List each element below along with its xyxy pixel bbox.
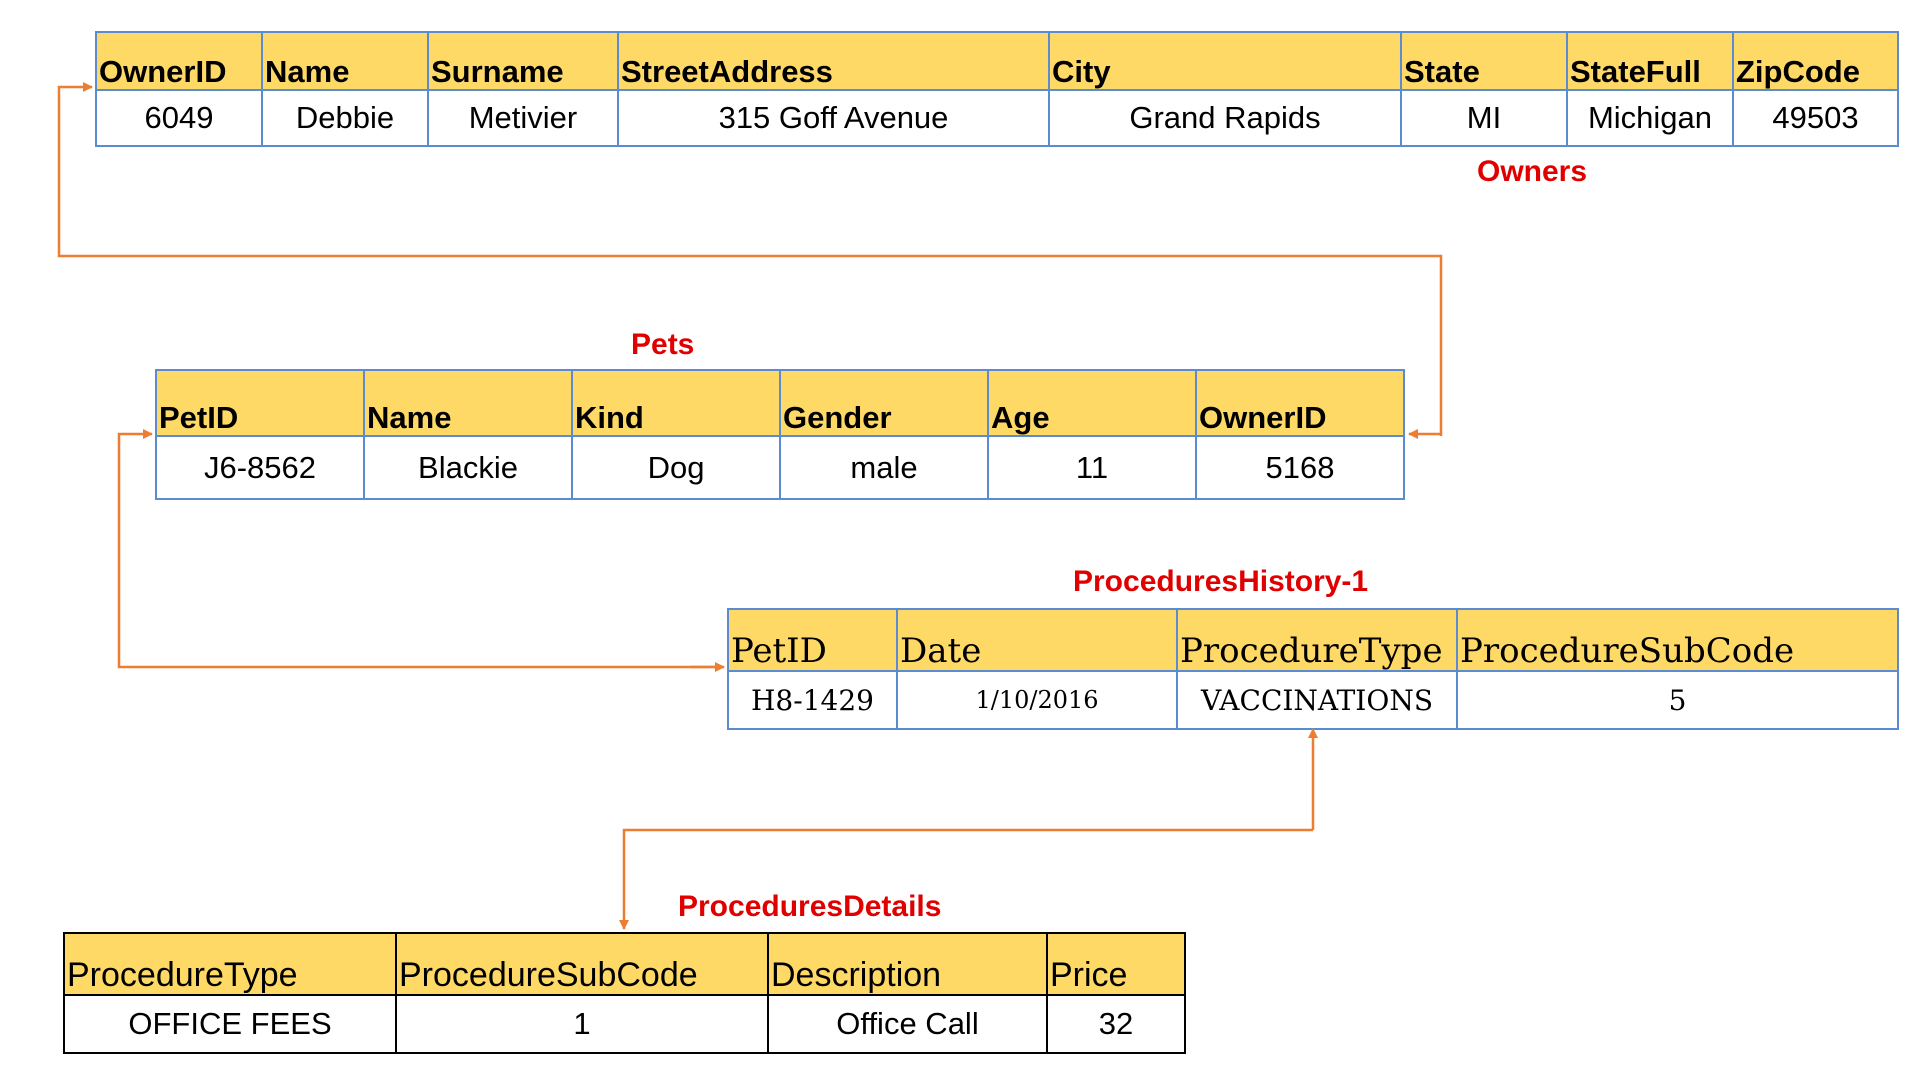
procedures-history-table: PetID Date ProcedureType ProcedureSubCod… [727, 608, 1899, 730]
column-header: Gender [779, 369, 989, 437]
table-header-row: ProcedureType ProcedureSubCode Descripti… [63, 932, 1186, 996]
column-header: ProcedureSubCode [395, 932, 769, 996]
column-header: ProcedureSubCode [1456, 608, 1899, 672]
column-header: Age [987, 369, 1197, 437]
table-cell: 32 [1046, 994, 1186, 1054]
column-header: Kind [571, 369, 781, 437]
procedures-details-title: ProceduresDetails [678, 890, 942, 923]
history-details-link [619, 828, 1313, 930]
column-header: ProcedureType [1176, 608, 1458, 672]
table-cell: Michigan [1566, 89, 1734, 147]
column-header: StateFull [1566, 31, 1734, 91]
table-row: OFFICE FEES 1 Office Call 32 [63, 994, 1186, 1054]
column-header: StreetAddress [617, 31, 1050, 91]
table-cell: OFFICE FEES [63, 994, 397, 1054]
procedures-history-title: ProceduresHistory-1 [1073, 565, 1369, 598]
table-cell: Grand Rapids [1048, 89, 1402, 147]
table-cell: 49503 [1732, 89, 1899, 147]
table-row: J6-8562 Blackie Dog male 11 5168 [155, 435, 1405, 500]
table-row: H8-1429 1/10/2016 VACCINATIONS 5 [727, 670, 1899, 730]
column-header: PetID [155, 369, 365, 437]
table-cell: H8-1429 [727, 670, 898, 730]
table-row: 6049 Debbie Metivier 315 Goff Avenue Gra… [95, 89, 1899, 147]
column-header: Surname [427, 31, 619, 91]
owners-title: Owners [1477, 155, 1588, 188]
table-cell: 1 [395, 994, 769, 1054]
owners-pets-connector [57, 82, 1443, 436]
table-cell: Blackie [363, 435, 573, 500]
procedures-details-table: ProcedureType ProcedureSubCode Descripti… [63, 932, 1186, 1054]
table-cell: Office Call [767, 994, 1048, 1054]
column-header: City [1048, 31, 1402, 91]
column-header: Description [767, 932, 1048, 996]
column-header: Price [1046, 932, 1186, 996]
table-cell: VACCINATIONS [1176, 670, 1458, 730]
table-cell: 1/10/2016 [896, 670, 1178, 730]
column-header: OwnerID [95, 31, 263, 91]
column-header: State [1400, 31, 1568, 91]
table-cell: Dog [571, 435, 781, 500]
table-header-row: PetID Name Kind Gender Age OwnerID [155, 369, 1405, 437]
column-header: PetID [727, 608, 898, 672]
table-cell: J6-8562 [155, 435, 365, 500]
owners-table: OwnerID Name Surname StreetAddress City … [95, 31, 1899, 147]
table-cell: 5 [1456, 670, 1899, 730]
table-cell: 11 [987, 435, 1197, 500]
table-cell: MI [1400, 89, 1568, 147]
table-header-row: PetID Date ProcedureType ProcedureSubCod… [727, 608, 1899, 672]
column-header: Name [363, 369, 573, 437]
table-cell: male [779, 435, 989, 500]
table-cell: Metivier [427, 89, 619, 147]
column-header: Name [261, 31, 429, 91]
column-header: OwnerID [1195, 369, 1405, 437]
table-cell: 5168 [1195, 435, 1405, 500]
column-header: ProcedureType [63, 932, 397, 996]
table-cell: 315 Goff Avenue [617, 89, 1050, 147]
pets-title: Pets [631, 328, 695, 361]
table-cell: Debbie [261, 89, 429, 147]
column-header: ZipCode [1732, 31, 1899, 91]
pets-history-connector [117, 429, 723, 669]
table-header-row: OwnerID Name Surname StreetAddress City … [95, 31, 1899, 91]
table-cell: 6049 [95, 89, 263, 147]
column-header: Date [896, 608, 1178, 672]
pets-table: PetID Name Kind Gender Age OwnerID J6-85… [155, 369, 1405, 500]
